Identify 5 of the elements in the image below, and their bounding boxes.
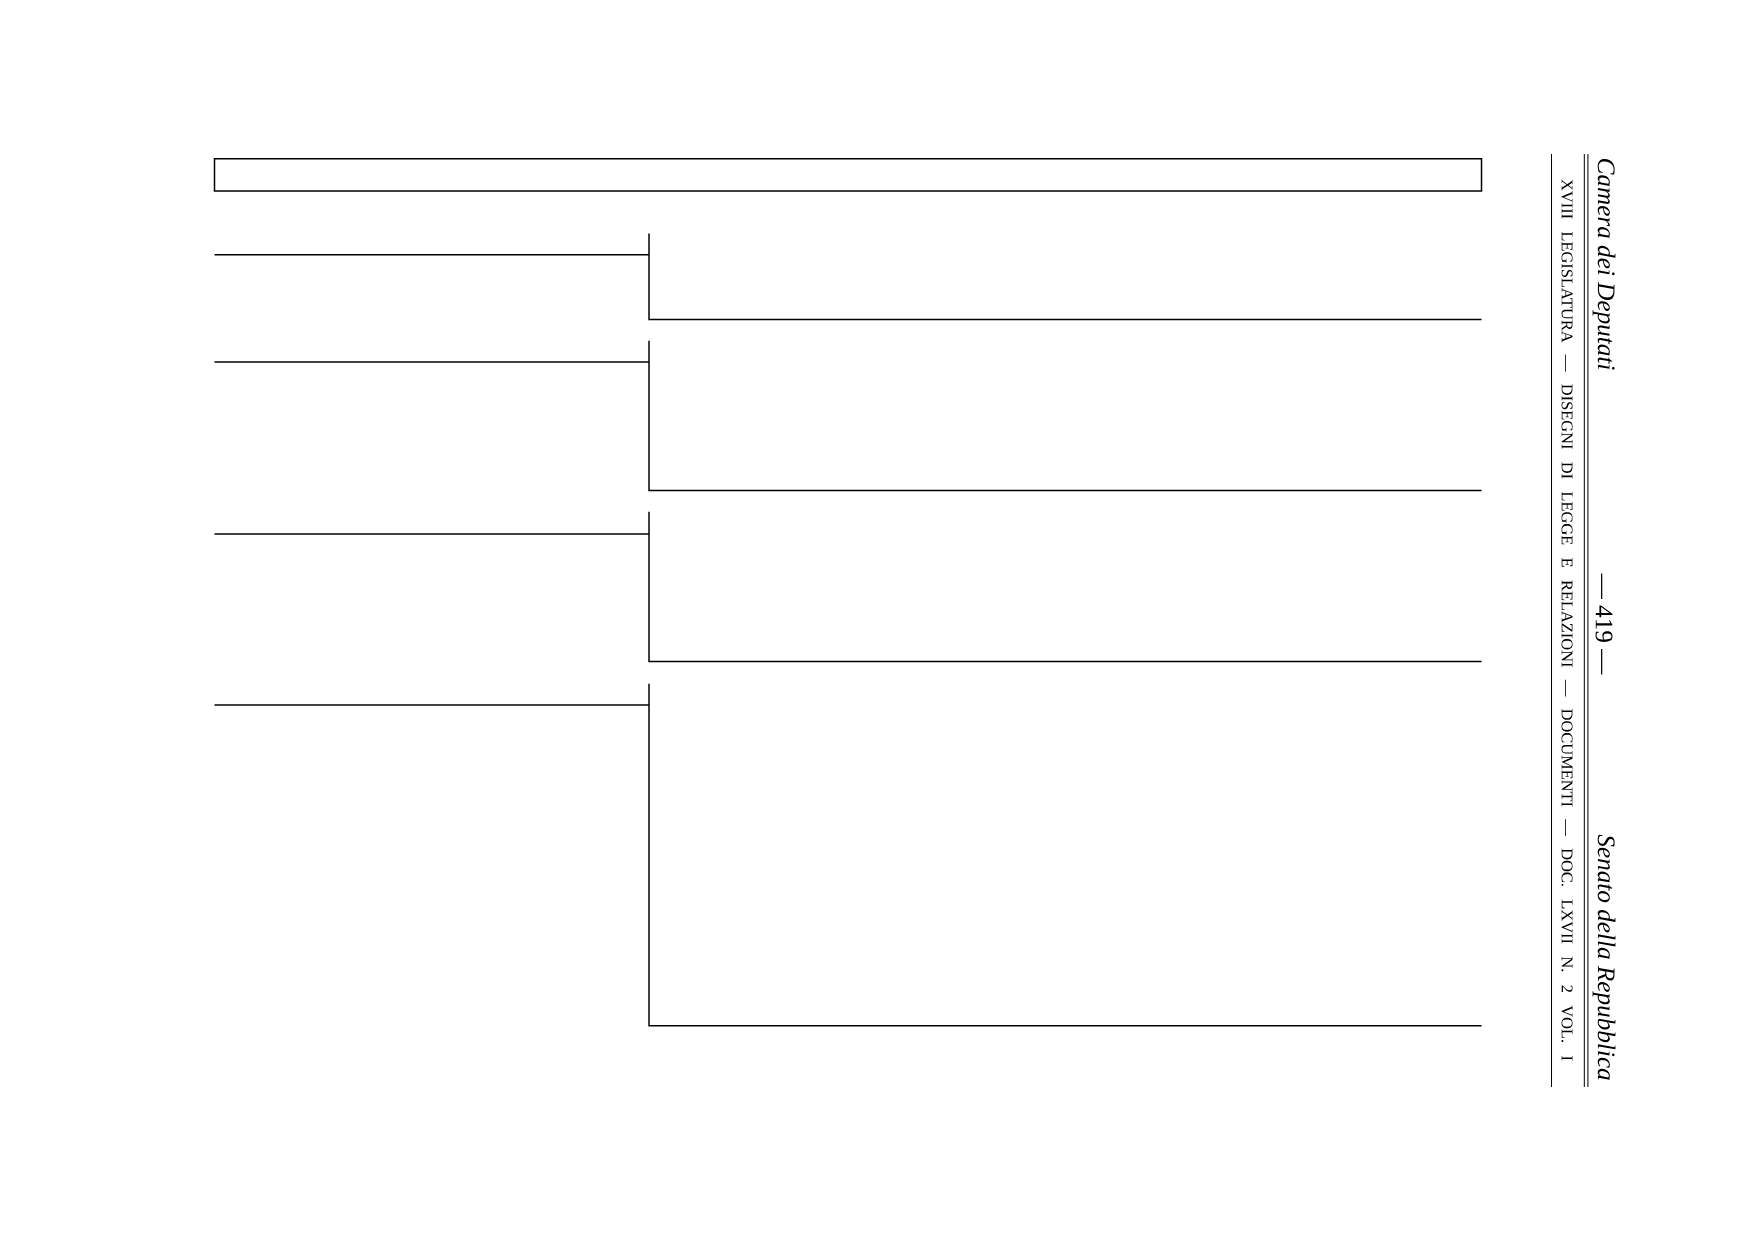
header-box [213, 157, 1483, 192]
page-number: — 419 — [1595, 573, 1613, 675]
header-text: Camera dei Deputati [1592, 159, 1616, 370]
header-text: Senato della Repubblica [1592, 834, 1616, 1080]
header-text: XVIII LEGISLATURA — DISEGNI DI LEGGE E RELAZIONI — DOCUMENTI — DOC. LXVII N. 2 VOL. I [1561, 179, 1573, 1061]
